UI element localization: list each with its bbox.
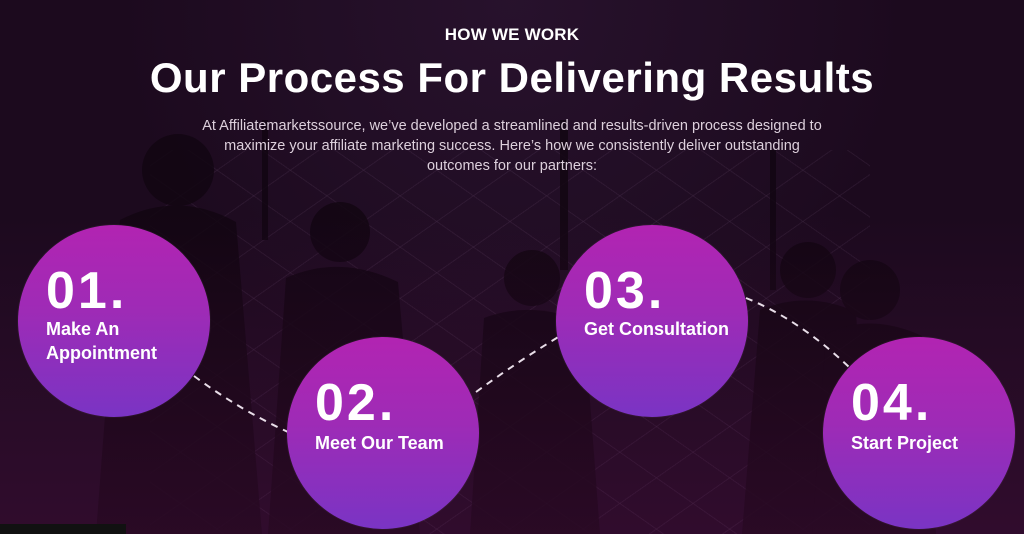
section-eyebrow: HOW WE WORK: [444, 25, 580, 44]
corner-bar: [0, 524, 126, 534]
section-intro: At Affiliatemarketssource, we’ve develop…: [202, 118, 822, 174]
step-number: 04.: [851, 374, 933, 432]
section-header: HOW WE WORK Our Process For Delivering R…: [0, 24, 1024, 176]
step-label: Make An Appointment: [46, 319, 157, 363]
step-card-2: 02. Meet Our Team: [287, 337, 479, 529]
step-label: Meet Our Team: [315, 433, 444, 453]
step-label: Get Consultation: [584, 319, 729, 339]
step-number: 01.: [46, 262, 128, 320]
step-number: 03.: [584, 262, 666, 320]
step-number: 02.: [315, 374, 397, 432]
step-card-3: 03. Get Consultation: [556, 225, 748, 417]
step-card-1: 01. Make An Appointment: [18, 225, 210, 417]
step-card-4: 04. Start Project: [823, 337, 1015, 529]
section-title: Our Process For Delivering Results: [149, 54, 875, 101]
step-label: Start Project: [851, 433, 959, 453]
